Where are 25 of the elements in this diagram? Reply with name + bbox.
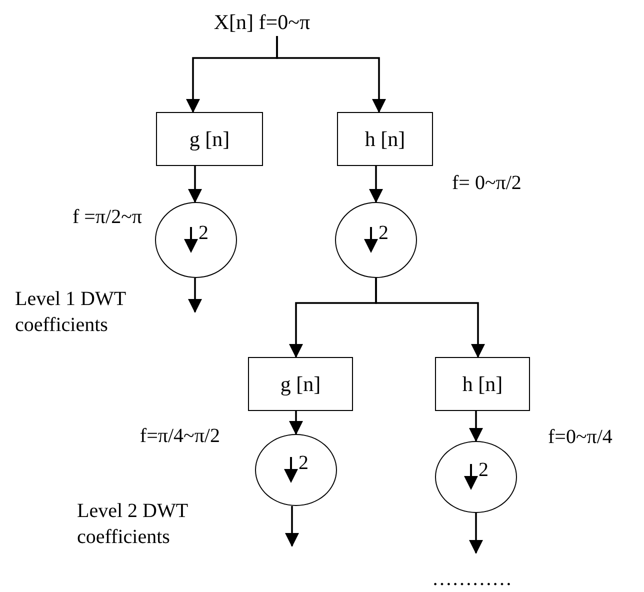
input-signal-label: X[n] f=0~π xyxy=(203,8,321,36)
arrow xyxy=(375,278,485,358)
continuation-dots: ………… xyxy=(432,567,513,592)
filter-box: g [n] xyxy=(156,112,263,166)
arrow xyxy=(469,411,483,442)
arrow xyxy=(289,411,303,435)
arrow xyxy=(276,36,386,113)
arrow xyxy=(285,506,299,547)
frequency-band-label: f =π/2~π xyxy=(71,206,142,229)
output-coefficients-label: Level 1 DWT coefficients xyxy=(15,287,127,338)
downsample-factor: 2 xyxy=(478,458,488,482)
filter-box: h [n] xyxy=(337,112,433,166)
downsample-factor: 2 xyxy=(198,222,208,244)
filter-box: h [n] xyxy=(435,357,530,411)
frequency-band-label: f=0~π/4 xyxy=(548,426,614,449)
filter-box: g [n] xyxy=(248,357,353,411)
arrow xyxy=(188,166,202,203)
arrow xyxy=(369,166,383,203)
frequency-band-label: f= 0~π/2 xyxy=(452,172,522,195)
downsample-factor: 2 xyxy=(378,222,388,244)
frequency-band-label: f=π/4~π/2 xyxy=(138,425,220,448)
arrow xyxy=(469,513,483,554)
arrow xyxy=(188,278,202,313)
output-coefficients-label: Level 2 DWT coefficients xyxy=(77,499,189,550)
downsample-factor: 2 xyxy=(298,452,308,474)
